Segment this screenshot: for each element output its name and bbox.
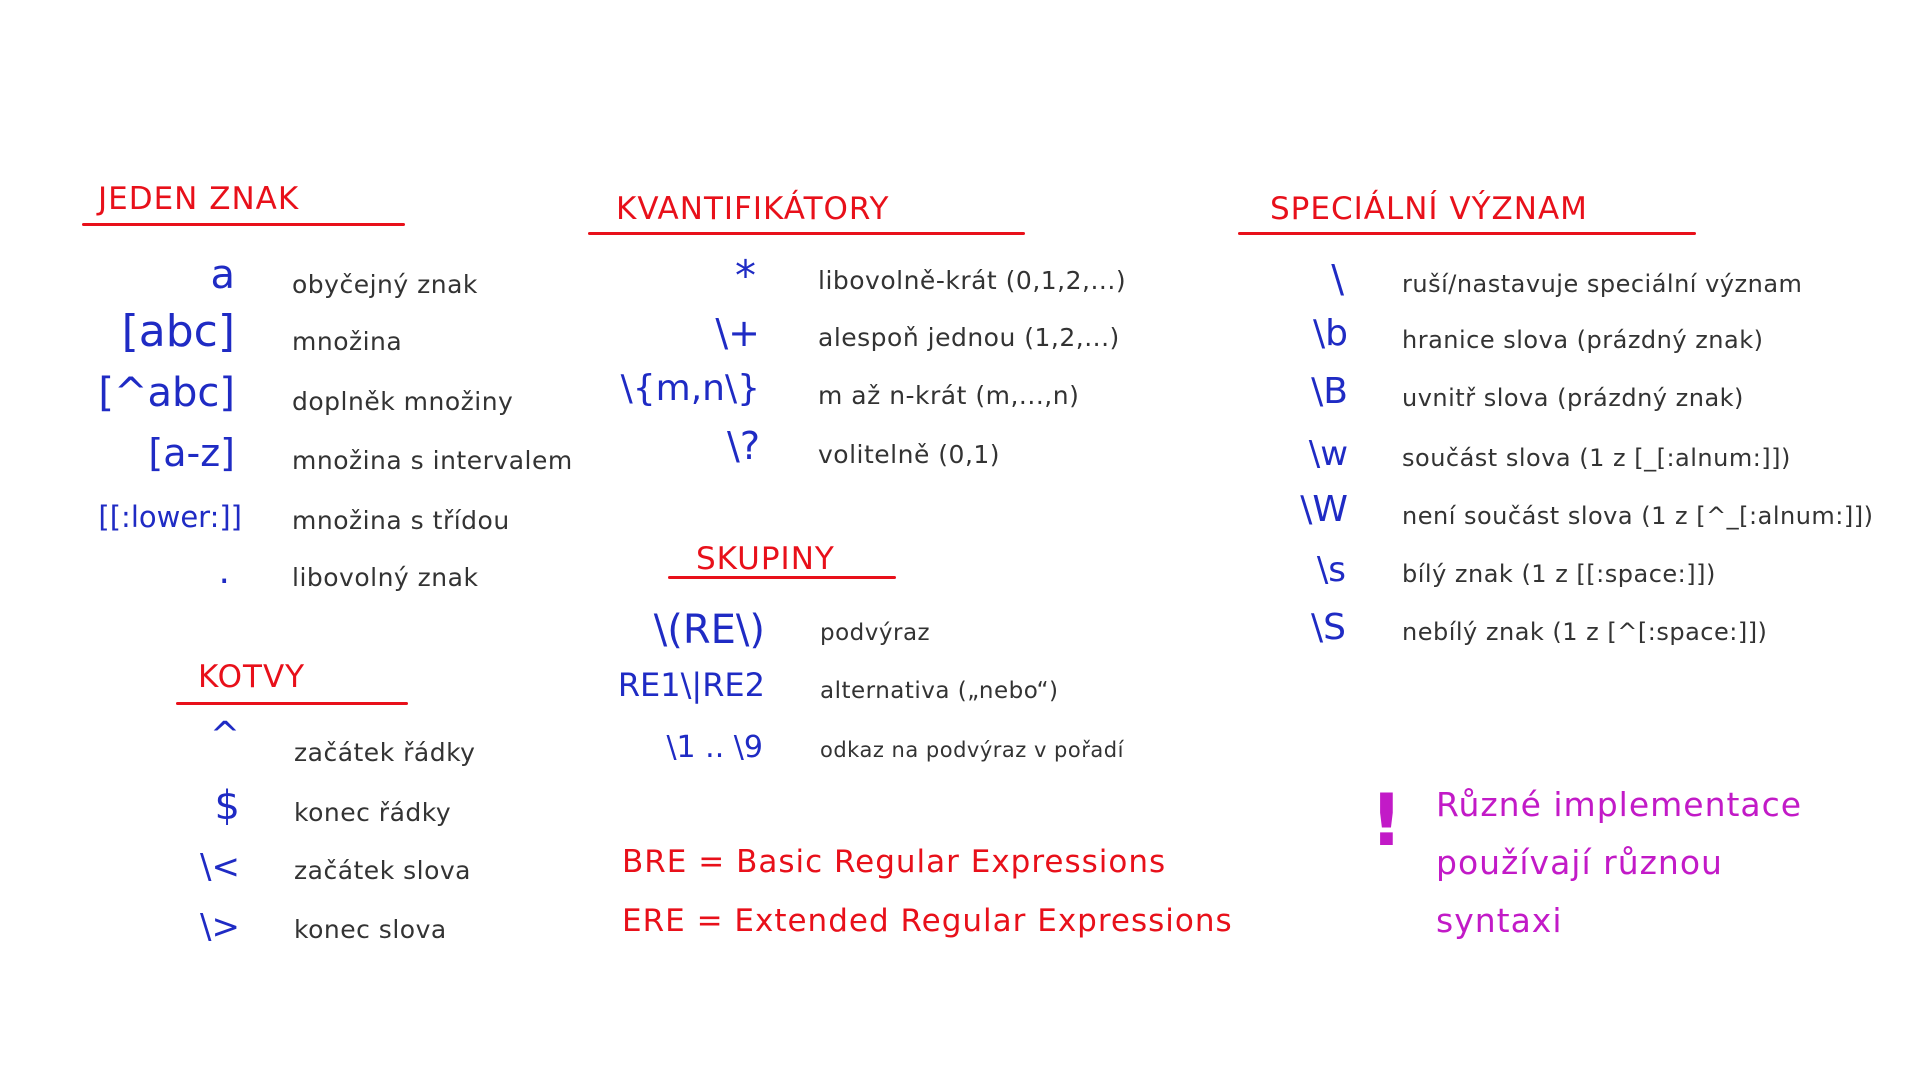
symbol-whitespace: \s <box>1316 550 1346 590</box>
symbol-non-word-char: \W <box>1300 489 1348 530</box>
definition-ere: ERE = Extended Regular Expressions <box>622 903 1233 939</box>
desc-non-word-char: není součást slova (1 z [^_[:alnum:]]) <box>1402 502 1874 530</box>
desc-non-whitespace: nebílý znak (1 z [^[:space:]]) <box>1402 618 1768 646</box>
symbol-group: \(RE\) <box>653 607 765 653</box>
desc-group: podvýraz <box>820 620 931 646</box>
symbol-line-end: $ <box>214 783 240 829</box>
symbol-word-end: \> <box>200 907 240 947</box>
section-underline <box>588 232 1025 235</box>
symbol-alternation: RE1\|RE2 <box>617 666 765 704</box>
desc-set-class: množina s třídou <box>292 506 510 535</box>
section-underline <box>82 223 405 226</box>
symbol-range-count: \{m,n\} <box>620 368 760 409</box>
note-line-3: syntaxi <box>1436 901 1563 940</box>
desc-line-start: začátek řádky <box>294 738 476 767</box>
note-line-1: Různé implementace <box>1436 785 1803 824</box>
symbol-line-start: ^ <box>209 715 240 756</box>
symbol-word-char: \w <box>1308 434 1348 474</box>
desc-line-end: konec řádky <box>294 798 452 827</box>
desc-escape: ruší/nastavuje speciální význam <box>1402 270 1803 298</box>
desc-star: libovolně-krát (0,1,2,...) <box>818 266 1127 295</box>
symbol-non-word-boundary: \B <box>1311 371 1348 412</box>
desc-set-complement: doplněk množiny <box>292 387 514 416</box>
section-title-skupiny: SKUPINY <box>696 541 835 577</box>
symbol-set: [abc] <box>121 306 235 357</box>
desc-plus: alespoň jednou (1,2,...) <box>818 323 1120 352</box>
symbol-escape: \ <box>1331 257 1344 301</box>
symbol-any-char: . <box>218 551 230 592</box>
symbol-optional: \? <box>727 424 760 468</box>
section-underline <box>176 702 408 705</box>
symbol-word-start: \< <box>200 847 240 887</box>
desc-word-start: začátek slova <box>294 856 471 885</box>
section-title-kvantifikatory: KVANTIFIKÁTORY <box>616 191 890 227</box>
desc-optional: volitelně (0,1) <box>818 440 1001 469</box>
desc-word-boundary: hranice slova (prázdný znak) <box>1402 326 1764 354</box>
desc-any-char: libovolný znak <box>292 563 479 592</box>
symbol-backreference: \1 .. \9 <box>666 730 763 765</box>
section-title-jeden-znak: JEDEN ZNAK <box>98 181 300 217</box>
symbol-plus: \+ <box>715 311 760 355</box>
section-underline <box>1238 232 1696 235</box>
note-line-2: používají různou <box>1436 843 1723 882</box>
desc-literal-a: obyčejný znak <box>292 270 478 299</box>
desc-word-char: součást slova (1 z [_[:alnum:]]) <box>1402 444 1791 472</box>
symbol-word-boundary: \b <box>1313 313 1348 354</box>
desc-range-count: m až n-krát (m,...,n) <box>818 381 1080 410</box>
symbol-non-whitespace: \S <box>1311 607 1346 648</box>
desc-whitespace: bílý znak (1 z [[:space:]]) <box>1402 560 1716 588</box>
desc-backreference: odkaz na podvýraz v pořadí <box>820 738 1124 762</box>
desc-non-word-boundary: uvnitř slova (prázdný znak) <box>1402 384 1744 412</box>
desc-alternation: alternativa („nebo“) <box>820 678 1059 704</box>
symbol-set-class: [[:lower:]] <box>98 500 242 534</box>
desc-set: množina <box>292 327 403 356</box>
section-title-specialni-vyznam: SPECIÁLNÍ VÝZNAM <box>1270 191 1588 227</box>
desc-word-end: konec slova <box>294 915 447 944</box>
symbol-set-range: [a-z] <box>148 431 235 475</box>
definition-bre: BRE = Basic Regular Expressions <box>622 844 1167 880</box>
section-underline <box>668 576 896 579</box>
warning-icon: ! <box>1370 778 1404 862</box>
symbol-literal-a: a <box>210 252 235 298</box>
symbol-set-complement: [^abc] <box>98 370 235 416</box>
desc-set-range: množina s intervalem <box>292 446 573 475</box>
section-title-kotvy: KOTVY <box>198 659 306 695</box>
symbol-star: * <box>735 251 756 300</box>
